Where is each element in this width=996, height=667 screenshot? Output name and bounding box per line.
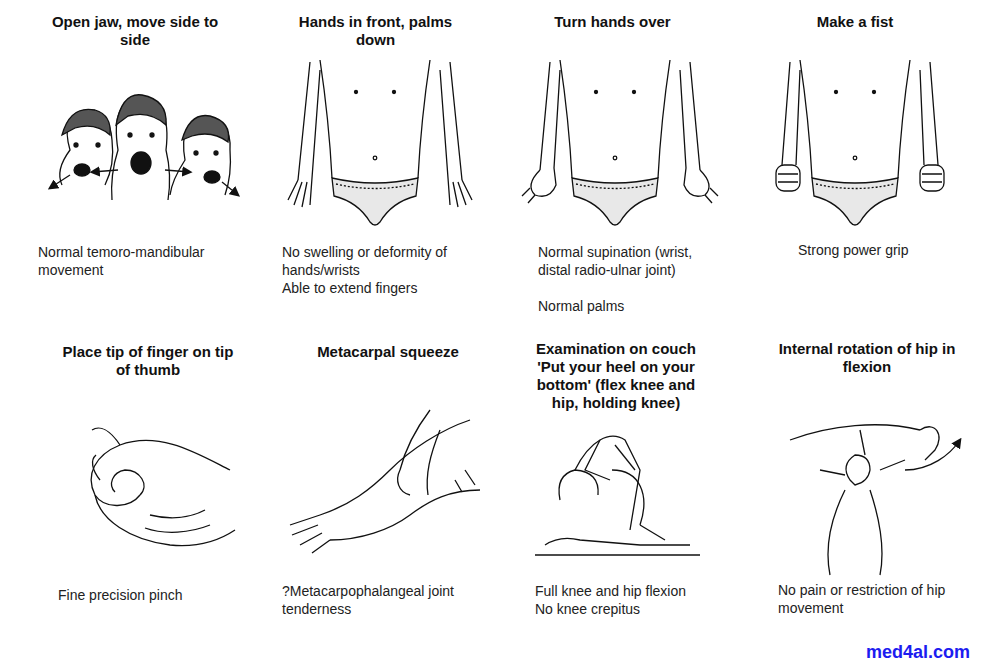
panel-caption: Strong power grip bbox=[798, 241, 968, 259]
panel-heading: Place tip of finger on tip of thumb bbox=[58, 343, 238, 379]
panel-caption: Normal supination (wrist, distal radio-u… bbox=[538, 243, 706, 279]
panel-caption: No swelling or deformity of hands/wrists bbox=[282, 243, 477, 279]
panel-caption: Full knee and hip flexion bbox=[535, 582, 735, 600]
panel-caption: No pain or restriction of hip movement bbox=[778, 581, 978, 617]
hip-rotation-figure bbox=[790, 425, 960, 575]
panel-heading: Make a fist bbox=[770, 13, 940, 31]
watermark: med4al.com bbox=[866, 642, 986, 662]
panel-heading: Examination on couch 'Put your heel on y… bbox=[522, 340, 710, 412]
torso-palms-up bbox=[522, 60, 718, 225]
panel-caption: ?Metacarpophalangeal joint tenderness bbox=[282, 582, 494, 618]
panel-heading: Open jaw, move side to side bbox=[45, 13, 225, 49]
squeeze-hands bbox=[290, 410, 480, 553]
panel-heading: Metacarpal squeeze bbox=[298, 343, 478, 361]
panel-caption: Normal palms bbox=[538, 297, 708, 315]
panel-heading: Hands in front, palms down bbox=[288, 13, 463, 49]
pinch-hand bbox=[91, 428, 235, 546]
torso-palms-down bbox=[288, 60, 472, 225]
panel-heading: Internal rotation of hip in flexion bbox=[772, 340, 962, 376]
jaw-figures bbox=[50, 95, 238, 200]
panel-heading: Turn hands over bbox=[520, 13, 705, 31]
couch-figure bbox=[535, 436, 700, 555]
torso-fists bbox=[776, 60, 944, 225]
panel-caption: No knee crepitus bbox=[535, 600, 735, 618]
panel-caption: Normal temoro-mandibular movement bbox=[38, 243, 238, 279]
panel-caption: Able to extend fingers bbox=[282, 279, 482, 297]
panel-caption: Fine precision pinch bbox=[58, 586, 248, 604]
